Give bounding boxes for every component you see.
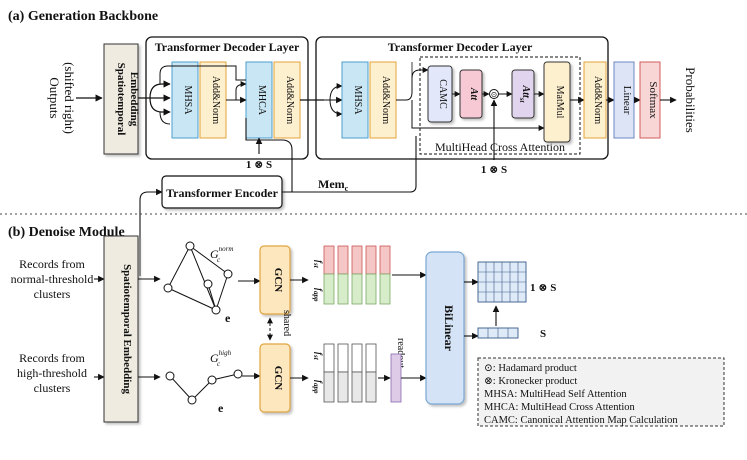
addnorm-block-2 — [273, 61, 301, 139]
section-b-title: (b) Denoise Module — [8, 225, 125, 240]
legend-item: ⊗: Kronecker product — [484, 376, 577, 387]
cross-attention-box — [419, 56, 581, 155]
decoder-layer-1: Transformer Decoder Layer MHSA Add&Norm … — [145, 36, 309, 171]
svg-text:e: e — [218, 401, 224, 415]
svg-text:Add&Norm: Add&Norm — [210, 76, 221, 125]
svg-text:Linear: Linear — [621, 86, 633, 115]
s-vector — [477, 327, 519, 339]
kron-grid-label: 1 ⊗ S — [530, 282, 556, 294]
s-label: S — [540, 328, 546, 340]
gcn-block-2: GCN — [259, 343, 291, 413]
svg-text:Records from: Records from — [19, 257, 85, 271]
input-normal-label: Records from normal-threshold clusters — [11, 257, 94, 301]
shared-label: shared — [281, 310, 292, 336]
svg-text:(shifted right): (shifted right) — [62, 62, 77, 134]
addnorm-block-1 — [199, 61, 227, 139]
outputs-label: Outputs (shifted right) — [47, 62, 77, 134]
svg-text:Transformer Encoder: Transformer Encoder — [166, 186, 279, 200]
legend-item: MHCA: MultiHead Cross Attention — [484, 402, 636, 413]
svg-text:⊙: ⊙ — [491, 90, 498, 99]
svg-text:normal-threshold: normal-threshold — [11, 272, 94, 286]
svg-text:Ghigh: Ghigh — [210, 349, 232, 365]
linear-block: Linear — [613, 61, 635, 139]
svg-text:Embedding: Embedding — [128, 72, 140, 127]
cross-attention-label: MultiHead Cross Attention — [435, 140, 565, 154]
svg-text:Softmax: Softmax — [647, 81, 659, 119]
svg-text:Spatiotemporal Embedding: Spatiotemporal Embedding — [121, 264, 133, 394]
legend-item: CAMC: Canonical Attention Map Calculatio… — [484, 415, 678, 426]
svg-text:high-threshold: high-threshold — [17, 366, 87, 380]
addnorm-block-3 — [369, 61, 397, 139]
svg-text:c: c — [217, 256, 221, 264]
svg-text:e: e — [225, 311, 231, 325]
decoder-layer-2: Transformer Decoder Layer MHSA Add&Norm … — [315, 36, 609, 176]
legend-item: MHSA: MultiHead Self Attention — [484, 389, 627, 400]
svg-text:BiLinear: BiLinear — [442, 305, 456, 352]
kron-label-2: 1 ⊗ S — [481, 164, 507, 176]
svg-text:MatMul: MatMul — [554, 86, 565, 119]
svg-text:CAMC: CAMC — [437, 79, 448, 109]
svg-text:Records from: Records from — [19, 351, 85, 365]
decoder-layer-1-title: Transformer Decoder Layer — [155, 40, 300, 54]
svg-text:MHSA: MHSA — [182, 86, 193, 116]
svg-text:GCN: GCN — [272, 268, 284, 293]
readout-label: readout — [395, 338, 406, 368]
mem-label: Memc — [318, 177, 349, 193]
st-embedding-top: Spatiotemporal Embedding — [103, 43, 140, 155]
svg-text:Att: Att — [468, 87, 479, 101]
matmul-block — [543, 61, 571, 143]
svg-text:fapp: fapp — [312, 380, 324, 394]
svg-text:MHCA: MHCA — [256, 85, 267, 116]
mhsa-block-1 — [171, 61, 199, 139]
graph-high: Ghigh c e — [165, 349, 243, 415]
svg-text:fst: fst — [312, 260, 324, 269]
probabilities-label: Probabilities — [683, 67, 698, 133]
input-high-label: Records from high-threshold clusters — [17, 351, 87, 395]
legend-item: ⊙: Hadamard product — [484, 363, 577, 374]
kron-label-1: 1 ⊗ S — [246, 159, 272, 171]
svg-text:Add&Norm: Add&Norm — [284, 76, 295, 125]
readout-vector — [390, 353, 402, 403]
hadamard-op — [489, 89, 499, 99]
svg-text:Add&Norm: Add&Norm — [380, 76, 391, 125]
gcn-block-1: GCN — [259, 245, 291, 315]
kron-grid — [477, 261, 527, 303]
feature-matrix-high — [323, 343, 377, 403]
transformer-encoder: Transformer Encoder — [161, 175, 283, 209]
svg-text:fst: fst — [312, 352, 324, 361]
softmax-block: Softmax — [639, 61, 661, 139]
svg-text:MHSA: MHSA — [352, 86, 363, 116]
feature-matrix-normal — [323, 245, 391, 305]
bilinear-block: BiLinear — [425, 251, 465, 405]
svg-text:clusters: clusters — [34, 287, 71, 301]
svg-text:Gnorm: Gnorm — [210, 245, 233, 261]
mhca-block — [245, 61, 273, 139]
svg-text:Spatiotemporal: Spatiotemporal — [115, 63, 127, 136]
mhsa-block-2 — [341, 61, 369, 139]
legend-box: ⊙: Hadamard product ⊗: Kronecker product… — [477, 357, 725, 427]
svg-text:c: c — [217, 360, 221, 368]
svg-text:Outputs: Outputs — [47, 77, 62, 118]
decoder-layer-2-title: Transformer Decoder Layer — [388, 40, 533, 54]
section-a-title: (a) Generation Backbone — [8, 9, 158, 24]
svg-text:fapp: fapp — [312, 288, 324, 302]
svg-text:GCN: GCN — [272, 366, 284, 391]
st-embedding-bottom: Spatiotemporal Embedding — [103, 235, 139, 423]
graph-normal: Gnorm c e — [163, 241, 233, 325]
svg-text:Attst: Attst — [518, 85, 531, 104]
svg-text:Add&Norm: Add&Norm — [592, 76, 603, 125]
svg-text:clusters: clusters — [34, 381, 71, 395]
